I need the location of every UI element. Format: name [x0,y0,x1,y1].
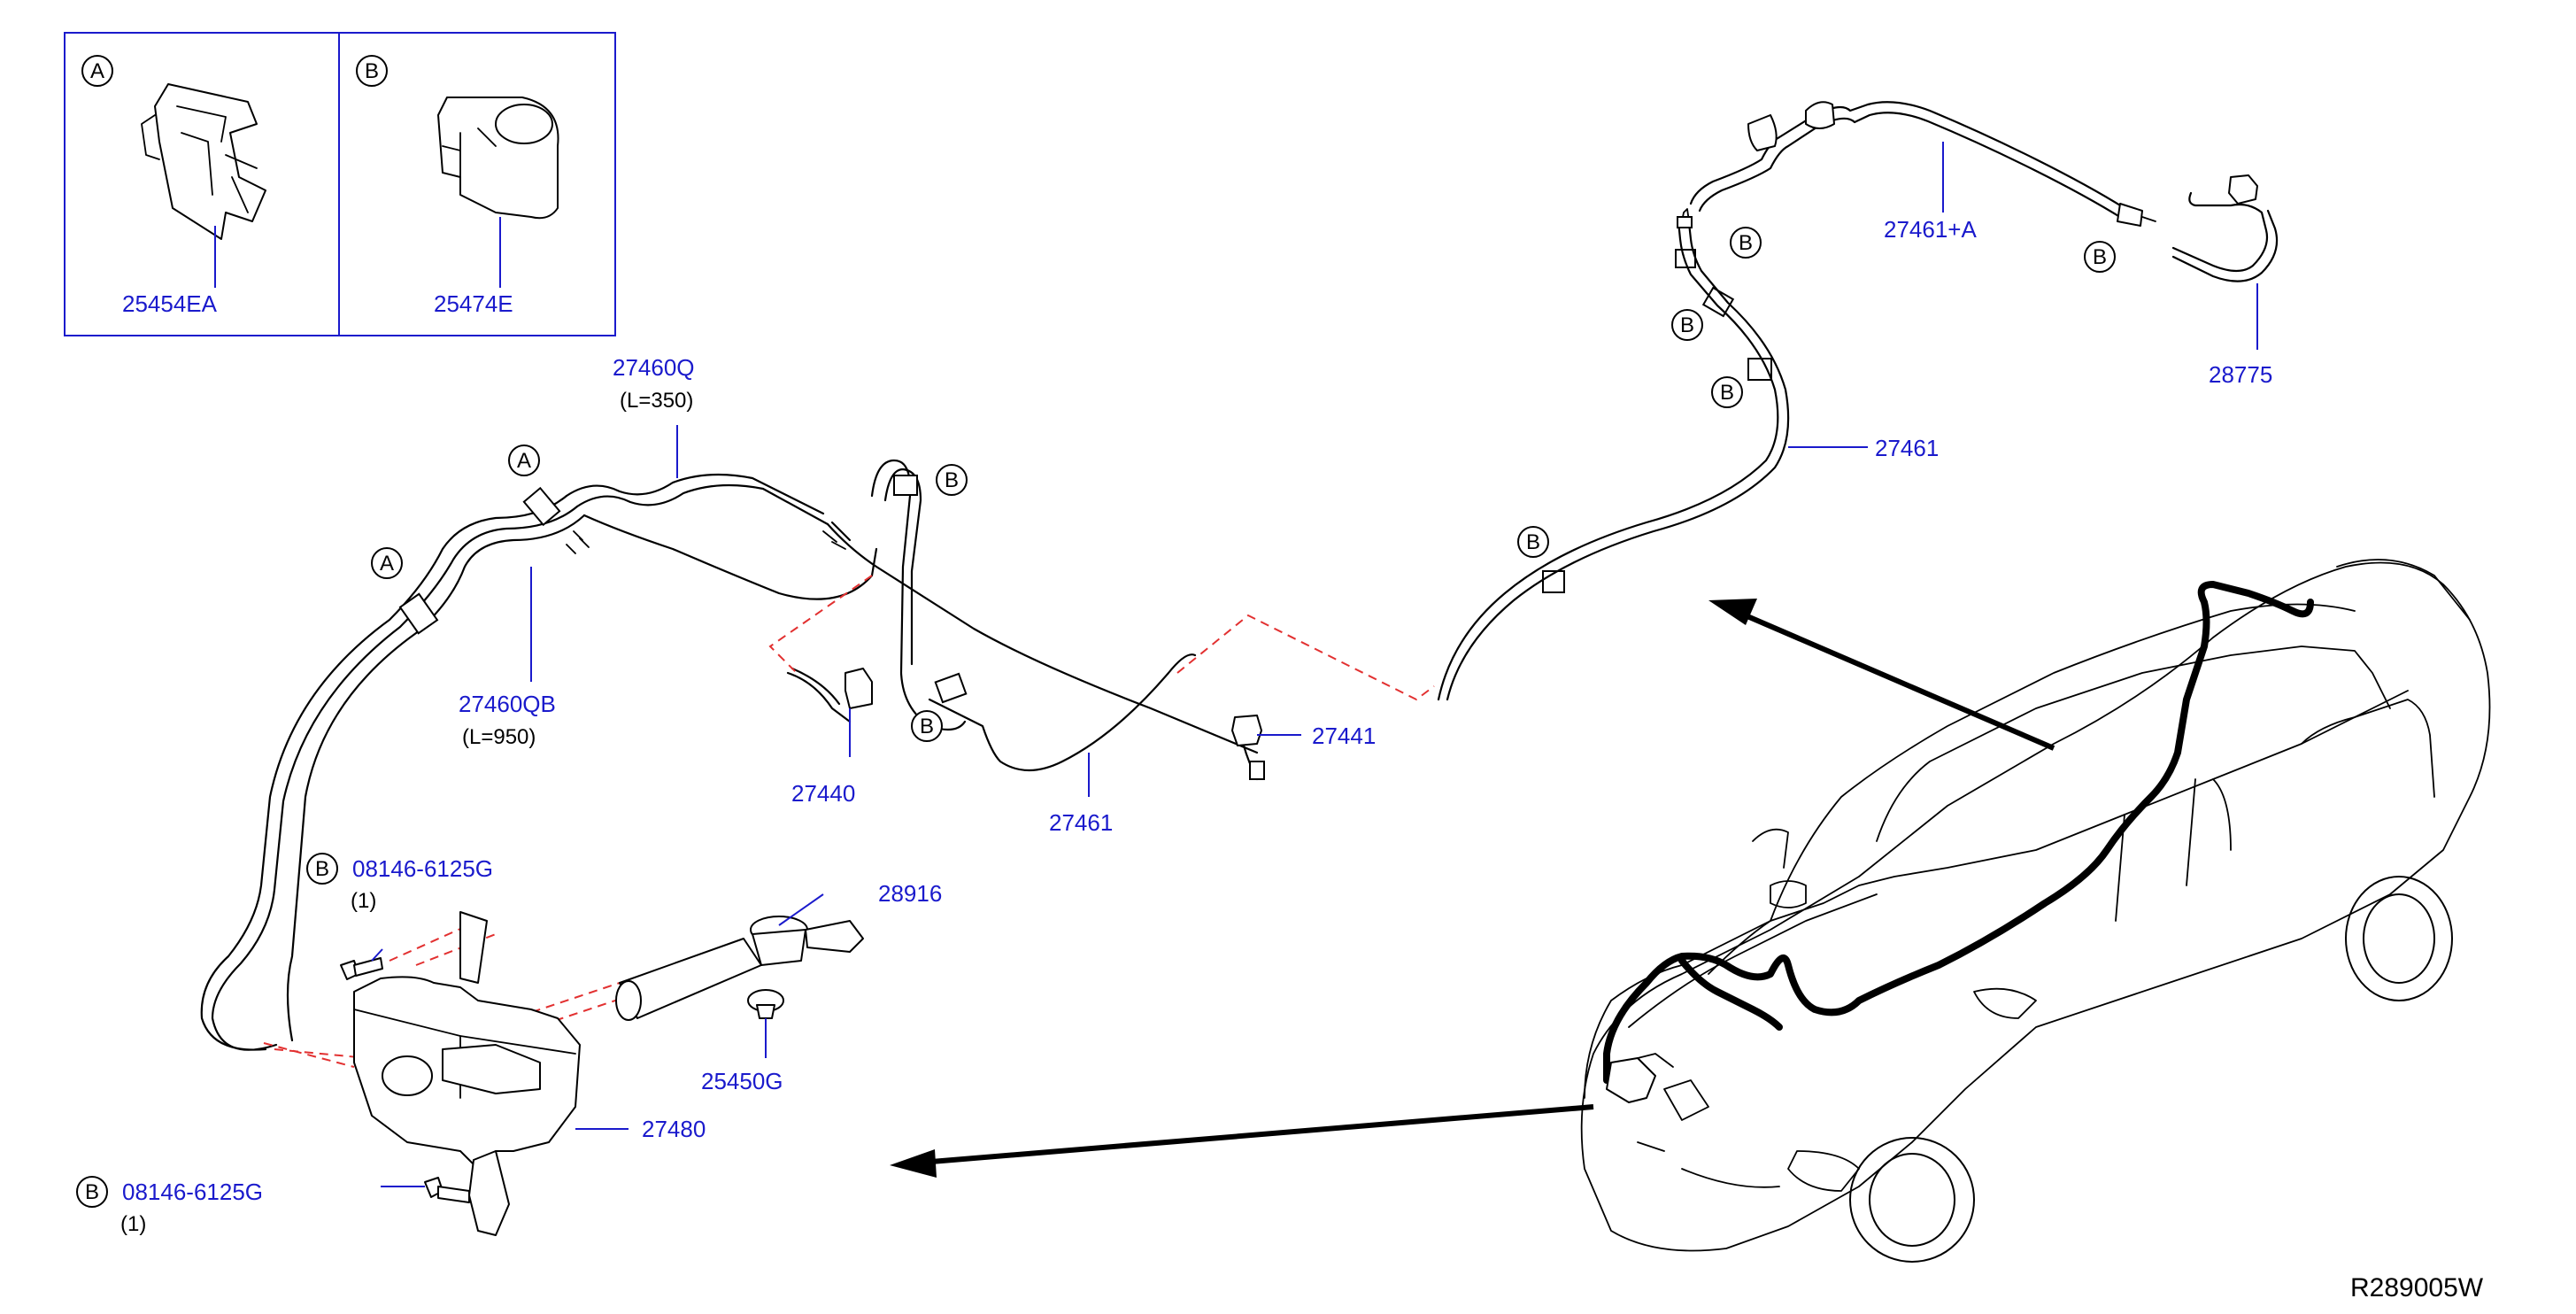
part-25474E-label: 25474E [434,290,513,317]
direction-arrow-upper [1708,599,2055,751]
svg-text:B: B [365,59,379,83]
inset-a-circle: A [81,55,113,87]
hose-clips [398,249,1772,704]
clip-a-drawing [141,83,266,240]
car-hose-highlight [1603,581,2314,1084]
svg-text:B: B [1720,381,1734,405]
svg-text:B: B [1739,231,1753,255]
label-27461-plus-A: 27461+A [1884,216,1977,243]
svg-text:B: B [945,468,959,492]
label-28916: 28916 [878,880,942,907]
svg-text:B: B [315,857,329,881]
car-outline-drawing [1580,559,2491,1263]
svg-text:B: B [920,715,934,738]
bolt-bottom-drawing [424,1177,470,1203]
label-27440: 27440 [791,780,855,807]
ref-circle-b-rear-4: B [1730,227,1762,259]
svg-text:A: A [380,552,394,576]
part-28775-drawing [2171,174,2279,282]
label-25450G: 25450G [701,1068,783,1094]
inset-b-circle: B [356,55,388,87]
ref-circle-b-hose-top: B [936,464,968,496]
grommet-25450G-drawing [747,989,784,1019]
label-27441: 27441 [1312,723,1376,749]
ref-circle-b-bolt-top: B [306,853,338,885]
nozzle-27441-drawing [1231,715,1265,781]
svg-text:A: A [90,59,104,83]
svg-text:A: A [517,449,531,473]
rear-washer-hose [1437,101,2156,701]
label-27460Q: 27460Q [613,354,695,381]
label-quantity-top: (1) [351,889,376,913]
svg-text:B: B [2093,245,2107,269]
clip-b-drawing [437,97,559,220]
ref-circle-b-hose-mid: B [911,710,943,742]
ref-circle-b-rear-2: B [1711,376,1743,408]
ref-circle-a-lower: A [371,547,403,579]
ref-circle-b-rear-1: B [1517,526,1549,558]
part-25454EA-label: 25454EA [122,290,218,317]
leader-lines [371,142,2258,1187]
filler-neck-drawing [615,916,864,1021]
svg-text:B: B [1680,313,1694,337]
label-27460Q-length: (L=350) [620,389,693,413]
label-quantity-bottom: (1) [120,1212,146,1236]
svg-text:B: B [1526,530,1540,554]
ref-circle-a-upper: A [508,444,540,476]
clip-inset-box [64,32,616,336]
svg-text:B: B [85,1180,99,1204]
ref-circle-b-rear-5: B [2084,241,2116,273]
ref-circle-b-bolt-bottom: B [76,1176,108,1208]
label-28775: 28775 [2209,361,2272,388]
label-27460QB-length: (L=950) [462,725,536,749]
nozzle-27440-drawing [786,667,873,723]
label-27461-lower: 27461 [1049,809,1113,836]
ref-circle-b-rear-3: B [1671,309,1703,341]
car-reservoir-drawing [1606,1053,1674,1103]
label-08146-6125G-bottom: 08146-6125G [122,1179,263,1205]
washer-tank-drawing [353,911,581,1236]
label-08146-6125G-top: 08146-6125G [352,855,493,882]
label-27460QB: 27460QB [459,691,556,717]
direction-arrow-lower [890,1104,1594,1178]
diagram-code: R289005W [2350,1273,2484,1302]
label-27461-right: 27461 [1875,435,1939,461]
bolt-top-drawing [340,957,383,980]
label-27480: 27480 [642,1116,706,1142]
